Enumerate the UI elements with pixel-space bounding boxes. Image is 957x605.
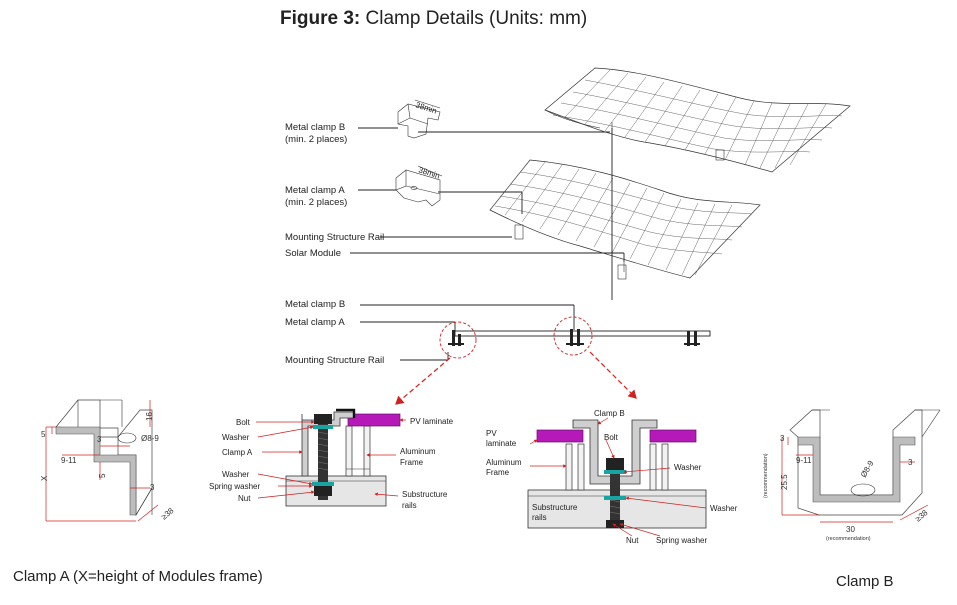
detail-b-frame-label-2: Frame <box>486 468 510 477</box>
detail-a-pv-label: PV laminate <box>410 417 454 426</box>
clamp-a-dim-38: ≥38 <box>160 506 176 522</box>
arrow-to-detail-b <box>589 351 637 399</box>
clamp-a-dim-16: 16 <box>145 412 154 421</box>
overview-clamp-a-note: (min. 2 places) <box>285 197 347 208</box>
detail-b-leaders <box>529 417 707 537</box>
caption-clamp-a: Clamp A (X=height of Modules frame) <box>13 568 263 585</box>
figure-number: Figure 3: <box>280 8 361 29</box>
arrow-to-detail-a <box>395 357 451 405</box>
clamp-a-dim-hole: Ø8-9 <box>141 434 159 443</box>
detail-a-drawing <box>285 408 401 507</box>
pv-laminate-a <box>347 413 401 427</box>
detail-b-clamp-label: Clamp B <box>594 409 625 418</box>
detail-b-rails-label-2: rails <box>532 513 547 522</box>
detail-b-frame-label-1: Aluminum <box>486 458 522 467</box>
clamp-a-small-icon <box>395 165 443 207</box>
section-rail-label: Mounting Structure Rail <box>285 355 384 366</box>
overview-clamp-b-note: (min. 2 places) <box>285 134 347 145</box>
clamp-b-dim-label: 38min <box>414 100 438 115</box>
clamp-a-isometric <box>45 399 159 522</box>
detail-b-washer-label: Washer <box>674 463 702 472</box>
clamp-a-dim-3b: 3 <box>150 483 155 492</box>
detail-a-leaders <box>256 418 406 499</box>
clamp-a-dim-3a: 3 <box>97 435 102 444</box>
section-clamp-b-label: Metal clamp B <box>285 299 345 310</box>
figure-title: Figure 3: Clamp Details (Units: mm) <box>280 8 587 30</box>
detail-a-spring-washer-label: Spring washer <box>209 482 260 491</box>
clamp-b-dim-hole: Ø8-9 <box>859 459 876 479</box>
detail-a-rails-label-1: Substructure <box>402 490 448 499</box>
clamp-b-dim-911: 9-11 <box>796 456 812 465</box>
detail-b-washer2-label: Washer <box>710 504 738 513</box>
detail-b-pv-label-1: PV <box>486 429 497 438</box>
detail-b-spring-washer-label: Spring washer <box>656 536 707 545</box>
clamp-b-dim-30: 30 <box>846 525 855 534</box>
clamp-a-dim-x: X <box>40 475 49 481</box>
detail-a-frame-label-1: Aluminum <box>400 447 436 456</box>
overview-rail-label: Mounting Structure Rail <box>285 232 384 243</box>
detail-b-nut-label: Nut <box>626 536 639 545</box>
clamp-b-rec-vertical: (recommendation) <box>763 453 769 498</box>
clamp-a-dim-5b: 5 <box>98 473 107 478</box>
detail-b-pv-label-2: laminate <box>486 439 517 448</box>
overview-leaders <box>350 127 625 300</box>
clamp-b-rec-horizontal: (recommendation) <box>826 536 871 542</box>
detail-a-washer-label: Washer <box>222 433 250 442</box>
section-view <box>360 304 711 361</box>
solar-modules-perspective <box>489 67 851 280</box>
figure-caption: Clamp Details (Units: mm) <box>365 8 588 29</box>
clamp-b-dim-38: ≥38 <box>914 508 930 524</box>
detail-a-nut-label: Nut <box>238 494 251 503</box>
detail-a-bolt-label: Bolt <box>236 418 251 427</box>
clamp-b-small-icon <box>397 99 441 139</box>
detail-b-rails-label-1: Substructure <box>532 503 578 512</box>
clamp-a-dim-label: 38min <box>417 165 441 180</box>
detail-b-bolt-label: Bolt <box>604 433 619 442</box>
overview-clamp-b-label: Metal clamp B <box>285 122 345 133</box>
detail-a-frame-label-2: Frame <box>400 458 424 467</box>
clamp-b-isometric <box>781 409 941 523</box>
detail-b-drawing <box>527 419 707 529</box>
overview-module-label: Solar Module <box>285 248 341 259</box>
detail-a-clamp-label: Clamp A <box>222 448 253 457</box>
clamp-a-dim-5: 5 <box>41 430 46 439</box>
detail-a-rails-label-2: rails <box>402 501 417 510</box>
caption-clamp-b: Clamp B <box>836 573 894 590</box>
clamp-b-dim-3a: 3 <box>780 434 785 443</box>
overview-clamp-a-label: Metal clamp A <box>285 185 345 196</box>
detail-a-washer2-label: Washer <box>222 470 250 479</box>
clamp-b-dim-255: 25.5 <box>780 474 789 490</box>
section-clamp-a-label: Metal clamp A <box>285 317 345 328</box>
clamp-a-dim-911: 9-11 <box>61 456 77 465</box>
clamp-b-dim-3b: 3 <box>908 458 913 467</box>
